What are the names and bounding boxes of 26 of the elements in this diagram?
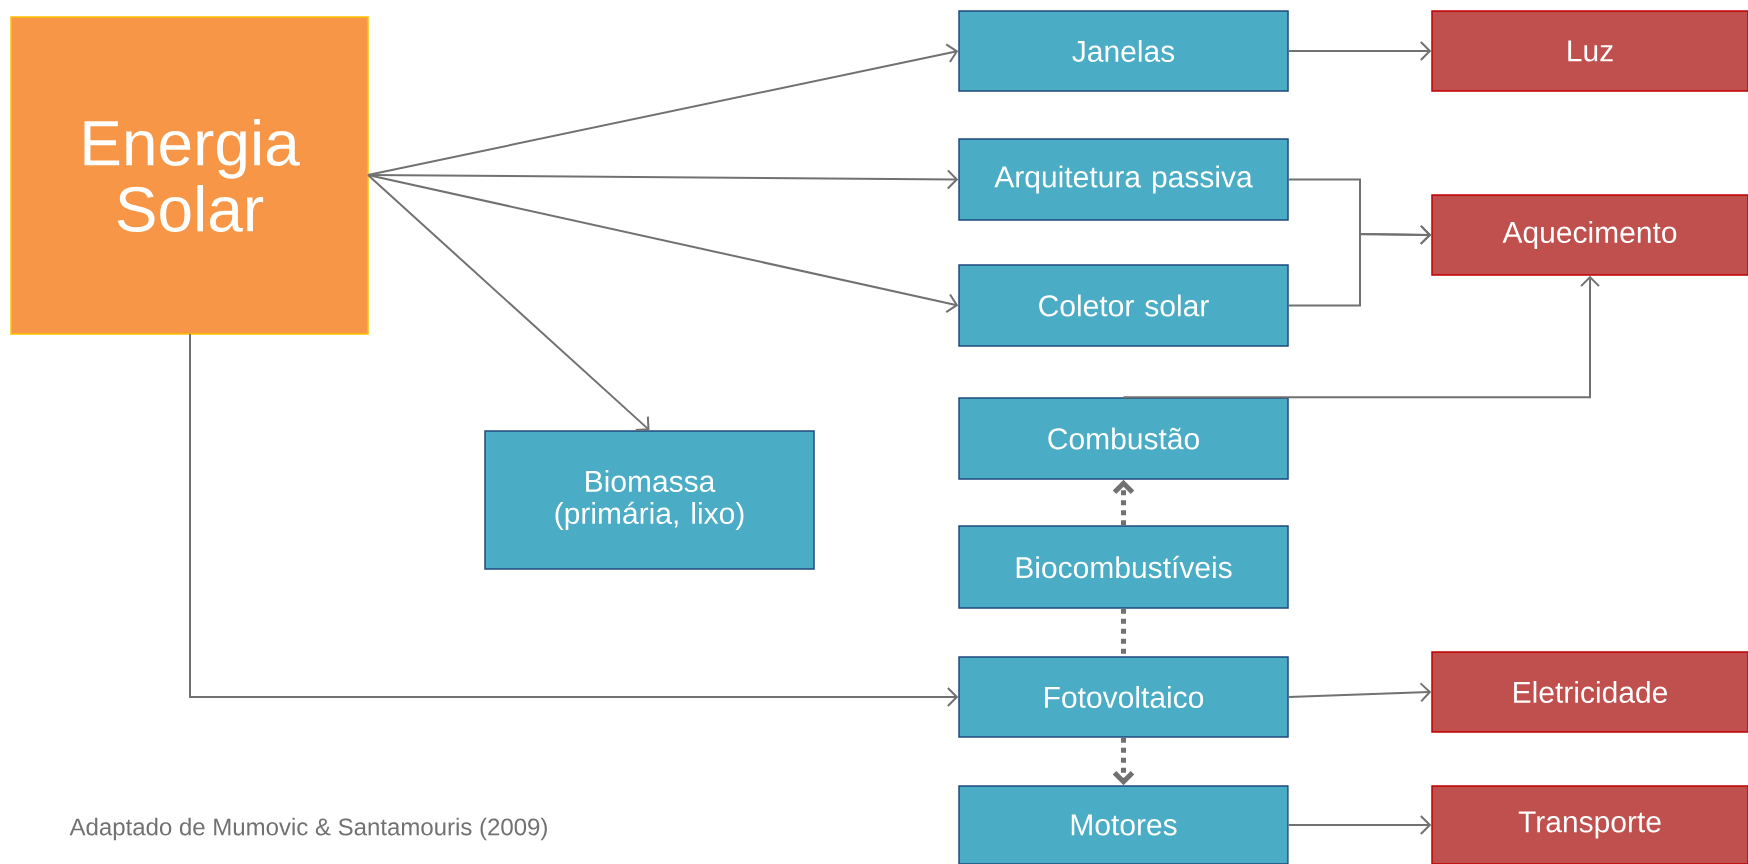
arrow [1287,815,1432,835]
arrow [1287,224,1432,307]
source-box: Energia Solar [10,16,369,335]
arrow [367,174,959,314]
arrow [1287,682,1432,703]
process-box: Fotovoltaico [958,656,1289,738]
process-box: Janelas [958,10,1289,92]
arrow [189,333,959,707]
process-box: Combustão [958,397,1289,480]
arrow [367,169,959,190]
arrow [1287,41,1432,61]
result-box: Aquecimento [1431,194,1748,276]
process-box: Biomassa (primária, lixo) [484,430,815,570]
arrow [1112,479,1135,526]
arrow [1122,275,1600,399]
source-note: Adaptado de Mumovic & Santamouris (2009) [69,817,547,841]
process-box: Motores [958,785,1289,864]
process-box: Arquitetura passiva [958,138,1289,221]
result-box: Transporte [1431,785,1748,864]
process-box: Biocombustíveis [958,525,1289,609]
arrow [367,174,650,431]
arrow [367,43,959,176]
process-box: Coletor solar [958,264,1289,347]
result-box: Luz [1431,10,1748,92]
arrow [1112,737,1135,786]
result-box: Eletricidade [1431,651,1748,733]
